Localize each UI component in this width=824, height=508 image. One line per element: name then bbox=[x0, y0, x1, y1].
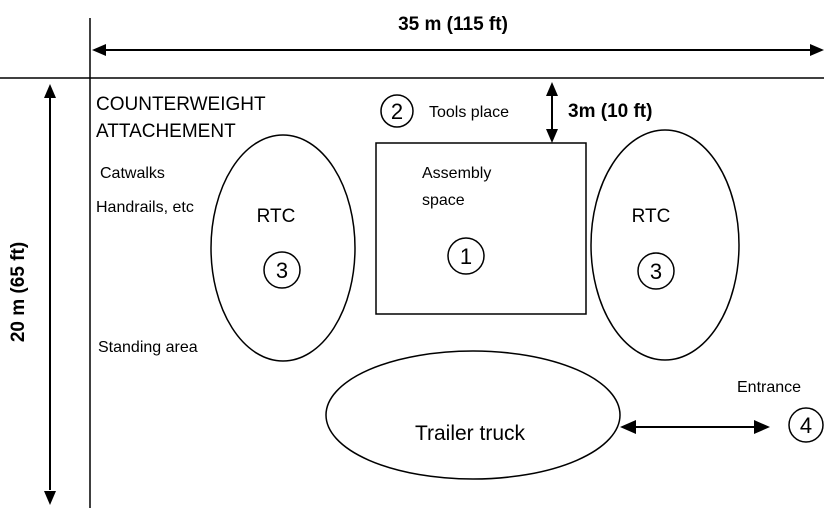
rtc-right-area bbox=[590, 129, 740, 361]
entrance-label: Entrance bbox=[737, 379, 801, 396]
counterweight-label-line1: COUNTERWEIGHT bbox=[96, 94, 266, 115]
width-dimension-label: 35 m (115 ft) bbox=[398, 14, 508, 35]
tools-place-number: 2 bbox=[391, 99, 403, 124]
assembly-space-box bbox=[375, 142, 587, 315]
rtc-right-marker: 3 bbox=[637, 252, 675, 290]
rtc-right-number: 3 bbox=[650, 259, 662, 284]
trailer-truck-label: Trailer truck bbox=[415, 422, 526, 445]
handrails-label: Handrails, etc bbox=[96, 199, 194, 216]
standing-area-label: Standing area bbox=[98, 339, 198, 356]
assembly-marker: 1 bbox=[447, 237, 485, 275]
rtc-left-label: RTC bbox=[257, 206, 296, 227]
trailer-truck-area bbox=[325, 350, 621, 480]
entrance-path-arrow bbox=[620, 420, 770, 434]
assembly-space-label-line2: space bbox=[422, 192, 465, 209]
rtc-right-label: RTC bbox=[632, 206, 671, 227]
rtc-left-marker: 3 bbox=[263, 251, 301, 289]
entrance-marker: 4 bbox=[788, 407, 824, 443]
tools-place-marker: 2 bbox=[380, 94, 414, 128]
rtc-left-area bbox=[210, 134, 356, 362]
assembly-space-label-line1: Assembly bbox=[422, 165, 491, 182]
clearance-dimension-arrow bbox=[546, 82, 558, 143]
counterweight-label-line2: ATTACHEMENT bbox=[96, 121, 236, 142]
catwalks-label: Catwalks bbox=[100, 165, 165, 182]
entrance-number: 4 bbox=[800, 413, 812, 438]
tools-place-label: Tools place bbox=[429, 104, 509, 121]
width-dimension-arrow bbox=[92, 44, 824, 56]
height-dimension-arrow bbox=[44, 84, 56, 505]
clearance-dimension-label: 3m (10 ft) bbox=[568, 101, 652, 122]
assembly-number: 1 bbox=[460, 244, 472, 269]
height-dimension-label: 20 m (65 ft) bbox=[8, 242, 29, 342]
rtc-left-number: 3 bbox=[276, 258, 288, 283]
